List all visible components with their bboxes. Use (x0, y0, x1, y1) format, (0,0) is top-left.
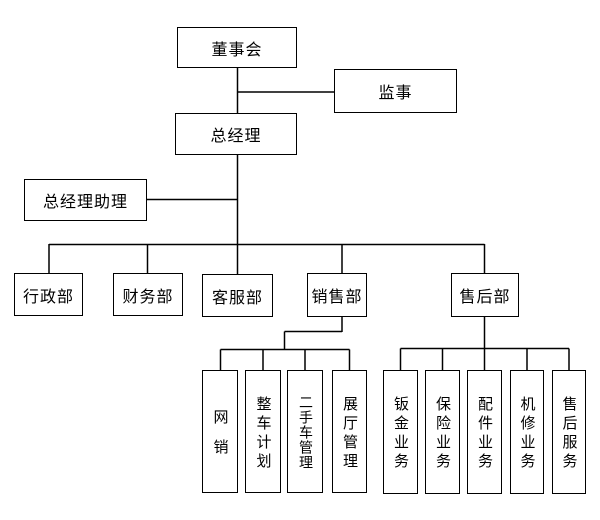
node-used-car-management-label: 二手车管理 (297, 394, 313, 470)
node-mechanical-repair-label: 机修业务 (518, 396, 537, 472)
node-sales-dept: 销售部 (307, 273, 367, 317)
node-online-sales: 网销 (202, 370, 238, 493)
node-admin-dept: 行政部 (14, 273, 83, 316)
node-insurance-label: 保险业务 (434, 396, 452, 472)
node-supervisor: 监事 (334, 69, 457, 113)
node-vehicle-planning: 整车计划 (245, 370, 281, 493)
node-customer-service-dept: 客服部 (202, 274, 273, 317)
node-sheet-metal: 钣金业务 (383, 370, 418, 494)
node-board-of-directors: 董事会 (177, 27, 297, 68)
node-showroom-management-label: 展厅管理 (341, 395, 359, 472)
node-after-sales-service-label: 售后服务 (560, 396, 579, 472)
node-showroom-management: 展厅管理 (332, 370, 367, 493)
node-parts: 配件业务 (467, 370, 502, 494)
node-gm-assistant: 总经理助理 (24, 179, 147, 221)
node-online-sales-label: 网销 (211, 409, 230, 469)
node-vehicle-planning-label: 整车计划 (254, 395, 273, 472)
node-used-car-management: 二手车管理 (287, 370, 323, 493)
node-parts-label: 配件业务 (476, 396, 494, 472)
node-mechanical-repair: 机修业务 (510, 370, 544, 494)
node-finance-dept: 财务部 (113, 273, 183, 316)
node-general-manager: 总经理 (175, 113, 297, 155)
node-sheet-metal-label: 钣金业务 (392, 396, 410, 472)
node-after-sales-service: 售后服务 (552, 370, 586, 494)
node-insurance: 保险业务 (425, 370, 460, 494)
node-after-sales-dept: 售后部 (451, 273, 519, 317)
